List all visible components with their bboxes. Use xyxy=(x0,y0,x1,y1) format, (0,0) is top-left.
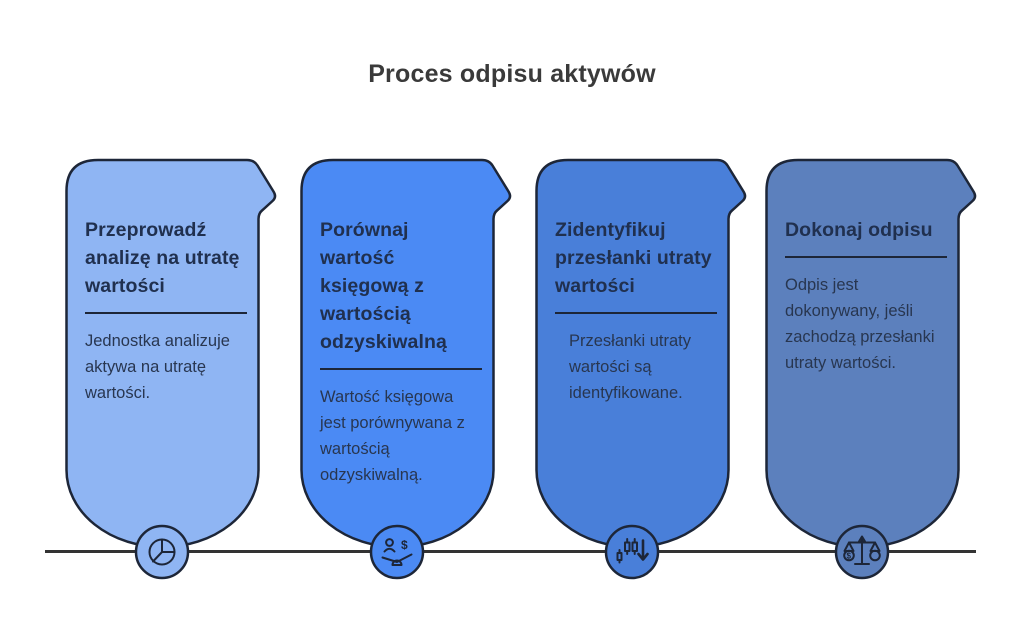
balance-scale-icon: $ xyxy=(834,524,890,580)
step-content: Zidentyfikuj przesłanki utraty wartości … xyxy=(555,216,717,406)
process-step-card: Porównaj wartość księgową z wartością od… xyxy=(300,158,515,580)
card-bubble-shape xyxy=(65,158,277,549)
step-heading: Dokonaj odpisu xyxy=(785,219,933,241)
step-description: Przesłanki utraty wartości są identyfiko… xyxy=(569,332,691,402)
heading-divider xyxy=(85,312,247,314)
process-step-card: Zidentyfikuj przesłanki utraty wartości … xyxy=(535,158,750,580)
heading-divider xyxy=(785,256,947,258)
card-bubble-shape xyxy=(300,158,512,549)
timeline-axis xyxy=(45,550,976,553)
heading-divider xyxy=(320,368,482,370)
card-bubble-shape xyxy=(535,158,747,549)
svg-text:$: $ xyxy=(847,552,852,561)
step-heading: Zidentyfikuj przesłanki utraty wartości xyxy=(555,219,712,297)
step-heading: Przeprowadź analizę na utratę wartości xyxy=(85,219,240,297)
compare-value-icon: $ xyxy=(369,524,425,580)
declining-chart-icon xyxy=(604,524,660,580)
step-description: Odpis jest dokonywany, jeśli zachodzą pr… xyxy=(785,276,935,372)
process-step-card: Dokonaj odpisu Odpis jest dokonywany, je… xyxy=(765,158,980,580)
step-description: Jednostka analizuje aktywa na utratę war… xyxy=(85,332,230,402)
pie-chart-icon xyxy=(134,524,190,580)
step-content: Przeprowadź analizę na utratę wartości J… xyxy=(85,216,247,406)
process-step-card: Przeprowadź analizę na utratę wartości J… xyxy=(65,158,280,580)
step-description: Wartość księgowa jest porównywana z wart… xyxy=(320,388,465,484)
page-title: Proces odpisu aktywów xyxy=(368,60,656,88)
step-heading: Porównaj wartość księgową z wartością od… xyxy=(320,219,447,353)
heading-divider xyxy=(555,312,717,314)
step-content: Dokonaj odpisu Odpis jest dokonywany, je… xyxy=(785,216,947,376)
step-content: Porównaj wartość księgową z wartością od… xyxy=(320,216,482,488)
svg-text:$: $ xyxy=(401,538,408,552)
